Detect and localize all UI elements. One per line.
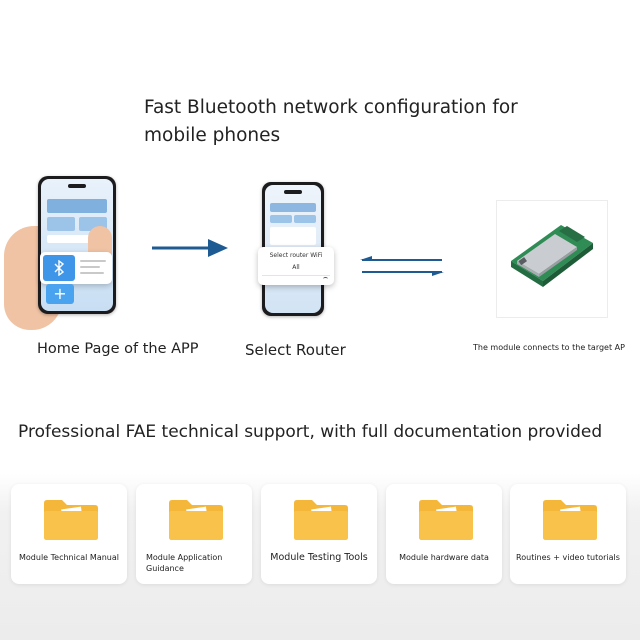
folder-icon [419,500,473,540]
arrow-right-icon [152,239,228,257]
resource-cards: Module Technical Manual Module Applicati… [11,484,631,586]
folder-icon [44,500,98,540]
select-router-caption: Select Router [245,341,346,359]
router-popup-title: Select router WiFi [269,252,323,259]
home-page-caption: Home Page of the APP [37,341,199,357]
card-label: Module hardware data [399,553,489,562]
card-testing-tools: Module Testing Tools [261,484,377,584]
card-technical-manual: Module Technical Manual [11,484,127,584]
module-illustration [511,225,593,287]
bluetooth-config-popup [40,252,112,284]
support-text: Professional FAE technical support, with… [18,422,603,442]
folder-icon [169,500,223,540]
card-hardware-data: Module hardware data [386,484,502,584]
add-device-button: + [46,284,74,304]
folder-icon [543,500,597,540]
bidirectional-arrows-icon [360,256,444,276]
router-popup-option: All [292,264,300,271]
card-application-guidance: Module Application Guidance [136,484,252,584]
module-caption: The module connects to the target AP [473,343,625,352]
card-label: Routines + video tutorials [516,553,620,562]
card-label: Module Technical Manual [19,553,119,562]
page-headline: Fast Bluetooth network configuration for… [144,97,518,146]
card-label: Module Application Guidance [146,553,223,573]
wifi-icon [323,277,328,281]
card-video-tutorials: Routines + video tutorials [510,484,626,584]
card-label: Module Testing Tools [270,552,368,563]
router-list-row [262,275,330,282]
folder-icon [294,500,348,540]
router-select-popup: Select router WiFi All [258,247,334,285]
wifi-module-image [496,200,608,318]
bluetooth-icon [43,255,75,281]
